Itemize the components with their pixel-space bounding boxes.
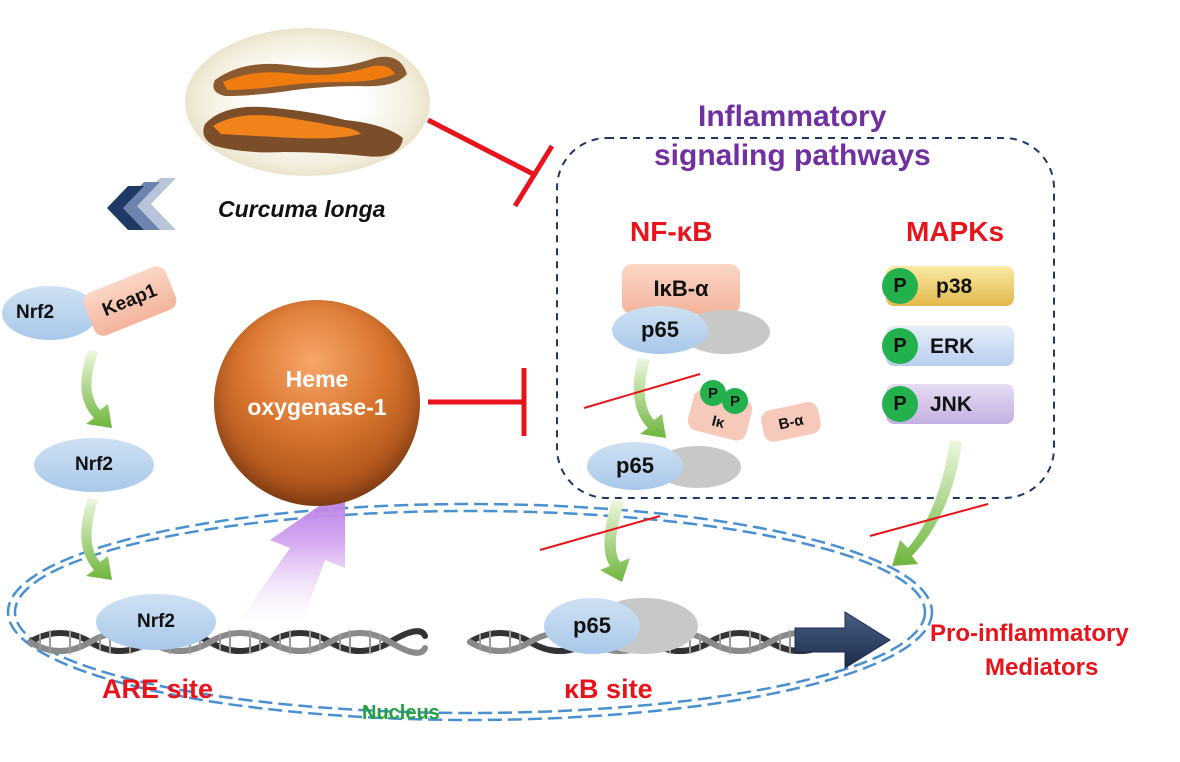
p38-phospho-badge: P	[882, 268, 918, 304]
p65-mid-label: p65	[616, 453, 654, 478]
nrf2-free: Nrf2	[34, 438, 154, 492]
phospho-badge-1-label: P	[707, 384, 718, 402]
jnk-phospho-label: P	[893, 392, 907, 415]
pathways-box	[556, 137, 1055, 499]
nucleus-membrane-outer	[6, 502, 934, 722]
nrf2-bound: Nrf2	[96, 594, 216, 650]
phospho-badge-2: P	[722, 388, 748, 414]
output-label-line2: Mediators	[985, 654, 1099, 681]
phospho-badge-2-label: P	[729, 392, 740, 410]
ikb-fragment-ik-label: Iκ	[710, 412, 727, 432]
nrf2-label-bottom: Nrf2	[136, 611, 175, 632]
ho1-label-line1: Heme	[285, 366, 349, 392]
nucleus-membrane-inner	[13, 509, 927, 715]
chevron-icon	[107, 178, 176, 230]
p65-dna-label: p65	[573, 613, 611, 638]
nucleus-label: Nucleus	[362, 702, 440, 724]
green-arrows	[81, 350, 962, 582]
inhibition-ho1	[428, 368, 527, 436]
ikba-label: IκB-α	[653, 276, 709, 301]
p65-top: p65	[612, 306, 708, 354]
dna-helix-are	[27, 628, 428, 656]
output-label-line1: Pro-inflammatory	[930, 620, 1129, 647]
keap1-label: Keap1	[99, 280, 161, 321]
nrf2-label-top: Nrf2	[16, 302, 55, 323]
ho1-sphere: Heme oxygenase-1	[214, 300, 420, 506]
nrf2-keap1-complex: Nrf2	[2, 286, 98, 340]
are-site-label: ARE site	[102, 674, 214, 704]
block-slashes	[539, 373, 989, 551]
pathways-title-line2: signaling pathways	[654, 139, 931, 172]
inhibition-curcuma	[426, 117, 555, 208]
transcription-arrow	[794, 611, 891, 669]
p38-label: p38	[936, 275, 973, 298]
erk-phospho-label: P	[893, 334, 907, 357]
nrf2-label-mid: Nrf2	[74, 454, 113, 475]
curcuma-photo	[185, 28, 430, 176]
jnk-label: JNK	[930, 393, 973, 416]
pathways-title-line1: Inflammatory	[698, 100, 887, 133]
ho1-label-line2: oxygenase-1	[247, 394, 387, 420]
mapks-title: MAPKs	[906, 216, 1005, 247]
p38-phospho-label: P	[893, 274, 907, 297]
p65-top-label: p65	[641, 317, 679, 342]
erk-label: ERK	[930, 335, 975, 358]
plant-name: Curcuma longa	[218, 196, 386, 222]
jnk-phospho-badge: P	[882, 386, 918, 422]
erk-phospho-badge: P	[882, 328, 918, 364]
ikba-protein: IκB-α	[622, 264, 740, 314]
p65-mid: p65	[587, 442, 683, 490]
p65-dna: p65	[544, 598, 640, 654]
turmeric-rhizome-icon	[203, 56, 407, 157]
kb-site-label: κB site	[564, 674, 653, 704]
nfkb-title: NF-κB	[630, 216, 713, 247]
phospho-badge-1: P	[700, 380, 726, 406]
induction-arrow	[240, 488, 345, 628]
ikb-fragment-ba-label: B-α	[776, 411, 806, 433]
